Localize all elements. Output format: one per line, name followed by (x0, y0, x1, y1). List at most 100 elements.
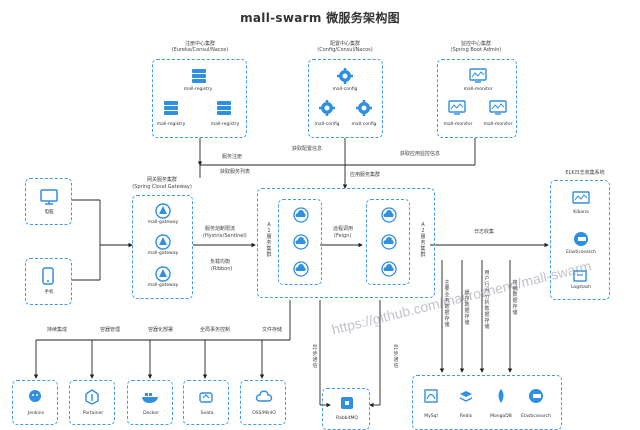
registry-sub: (Eureka/Consul/Nacos) (171, 47, 229, 53)
edge-label: 容器管理 (100, 327, 121, 333)
edge-label: 持续集成 (47, 327, 68, 333)
cloud-icon (381, 234, 397, 250)
edge-label: 获取配置信息 (292, 146, 323, 152)
registry-cluster: mall-registry mall-registry mall-registr… (152, 59, 247, 138)
devops-label: Jenkins (27, 411, 44, 416)
node-label: mall-config (351, 122, 377, 127)
elasticsearch-icon (574, 232, 588, 246)
elk-node-label: Elasticsearch (566, 250, 596, 255)
devops-label: Docker (143, 411, 159, 416)
edge-label: 容器化部署 (148, 327, 174, 333)
client-phone: 手机 (25, 258, 72, 305)
edge-label: 缓存数据存储 (464, 290, 470, 326)
a2-label: A2服务集群 (420, 222, 426, 258)
seata-icon (199, 392, 213, 403)
data-label: MySql (424, 414, 438, 419)
data-label: Redis (459, 414, 473, 419)
gateway-icon (155, 203, 171, 219)
edge-label: 负载均衡 (210, 259, 231, 265)
edge-label: 搜索数据存储 (512, 280, 518, 316)
gateway-sub: (Spring Cloud Gateway) (132, 184, 192, 190)
devops-label: Seata (200, 411, 214, 416)
monitor-label: 监控中心集群 (460, 41, 491, 47)
devops-label: Portainer (82, 411, 104, 416)
edge-label: 服务注册 (222, 154, 243, 160)
edge-label: (Ribbon) (211, 266, 233, 272)
gear-icon (337, 68, 353, 84)
elk-node-label: Kibana (573, 210, 589, 215)
cloud-icon (293, 234, 309, 250)
rabbitmq-label: RabbitMQ (336, 416, 358, 421)
server-icon (164, 101, 178, 115)
edge-label: 主要业务数据存储 (444, 280, 450, 328)
phone-icon (42, 267, 54, 285)
client-label: 手机 (44, 290, 54, 295)
devops-oss: OSS/MinIO (240, 380, 286, 425)
edge-label: (Hystrix/Sentinel) (203, 233, 247, 239)
data-storage: MySql Redis MongoDB Elasticsearch (412, 375, 562, 430)
monitor-icon (448, 100, 466, 115)
node-label: mall-registry (156, 122, 186, 127)
server-icon (217, 101, 231, 115)
devops-seata: Seata (183, 380, 229, 425)
diagram-title: mall-swarm 微服务架构图 (240, 11, 400, 25)
server-icon (192, 69, 206, 83)
app-cluster (257, 188, 435, 298)
client-pc: 电脑 (25, 178, 72, 225)
jenkins-icon (29, 390, 41, 402)
node-label: mall-registry (183, 87, 213, 92)
devops-portainer: Portainer (69, 380, 115, 425)
kibana-icon (572, 191, 590, 204)
elasticsearch-icon (529, 389, 543, 403)
mysql-icon (424, 389, 438, 403)
cloud-storage-icon (255, 390, 273, 402)
gateway-cluster: mall-gateway mall-gateway mall-gateway (132, 195, 193, 299)
registry-label: 注册中心集群 (184, 41, 215, 47)
rabbitmq-box: RabbitMQ (322, 388, 370, 430)
data-label: Elasticsearch (521, 414, 551, 419)
config-label: 配置中心集群 (329, 41, 360, 47)
config-cluster: mall-config mall-config mall-config (308, 59, 383, 138)
desktop-icon (40, 189, 58, 205)
edge-label: 异步通信 (312, 345, 318, 369)
elk-label: ELK日志收集系统 (565, 170, 605, 176)
a2-cluster (366, 199, 410, 285)
gear-icon (319, 100, 335, 116)
node-label: mall-monitor (443, 122, 473, 127)
cloud-icon (381, 261, 397, 277)
monitor-icon (469, 68, 487, 83)
gateway-label: 网关服务集群 (146, 177, 177, 183)
edge-label: 远程调用 (333, 226, 354, 232)
edge-label: (Feign) (334, 233, 352, 239)
config-sub: (Config/Consul/Nacos) (317, 47, 373, 53)
mongodb-icon (498, 389, 504, 403)
node-label: mall-config (332, 87, 358, 92)
edge-label: 全局事务控制 (200, 327, 231, 333)
edge-label: 应用服务集群 (350, 172, 381, 178)
node-label: mall-monitor (483, 122, 513, 127)
cloud-icon (293, 207, 309, 223)
cloud-icon (293, 261, 309, 277)
gateway-icon (155, 234, 171, 250)
rabbitmq-icon (341, 397, 353, 409)
edge-label: 异步通信 (393, 345, 399, 369)
gateway-icon (155, 266, 171, 282)
node-label: mall-config (314, 122, 340, 127)
node-label: mall-monitor (463, 87, 493, 92)
gear-icon (356, 100, 372, 116)
node-label: mall-gateway (147, 220, 179, 225)
edge-label: 日志收集 (474, 229, 495, 235)
portainer-icon (85, 389, 99, 405)
cloud-icon (381, 207, 397, 223)
devops-docker: Docker (127, 380, 173, 425)
edge-label: 服务熔断限流 (205, 226, 236, 232)
node-label: mall-registry (210, 122, 240, 127)
monitor-icon (489, 100, 507, 115)
data-label: MongoDB (490, 414, 512, 419)
redis-icon (459, 391, 473, 402)
devops-label: OSS/MinIO (252, 411, 276, 416)
edge-label: 用户行为分析数据存储 (484, 270, 490, 330)
logstash-icon (573, 270, 587, 282)
